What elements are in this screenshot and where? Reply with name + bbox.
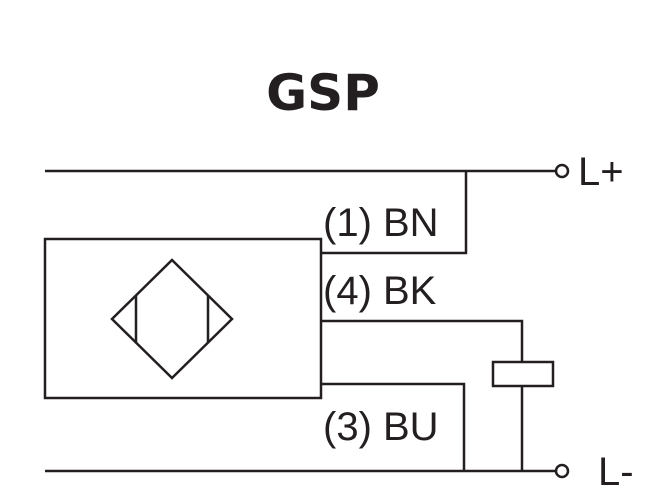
terminal-label-positive: L+ [578,150,624,194]
wire-label-bn: (1) BN [323,201,439,245]
terminal-negative-icon [554,463,570,479]
sensor-body [43,237,323,400]
wire-brown [321,171,468,255]
wire-label-bk: (4) BK [323,269,437,313]
diagram-title: GSP [266,64,380,122]
inductive-sensor-symbol-icon [110,258,234,380]
load-icon [491,360,555,388]
wire-blue [321,382,466,471]
terminal-label-negative: L- [598,450,634,494]
wire-black [321,319,524,362]
terminal-positive-icon [554,163,570,179]
wire-label-bu: (3) BU [323,405,439,449]
